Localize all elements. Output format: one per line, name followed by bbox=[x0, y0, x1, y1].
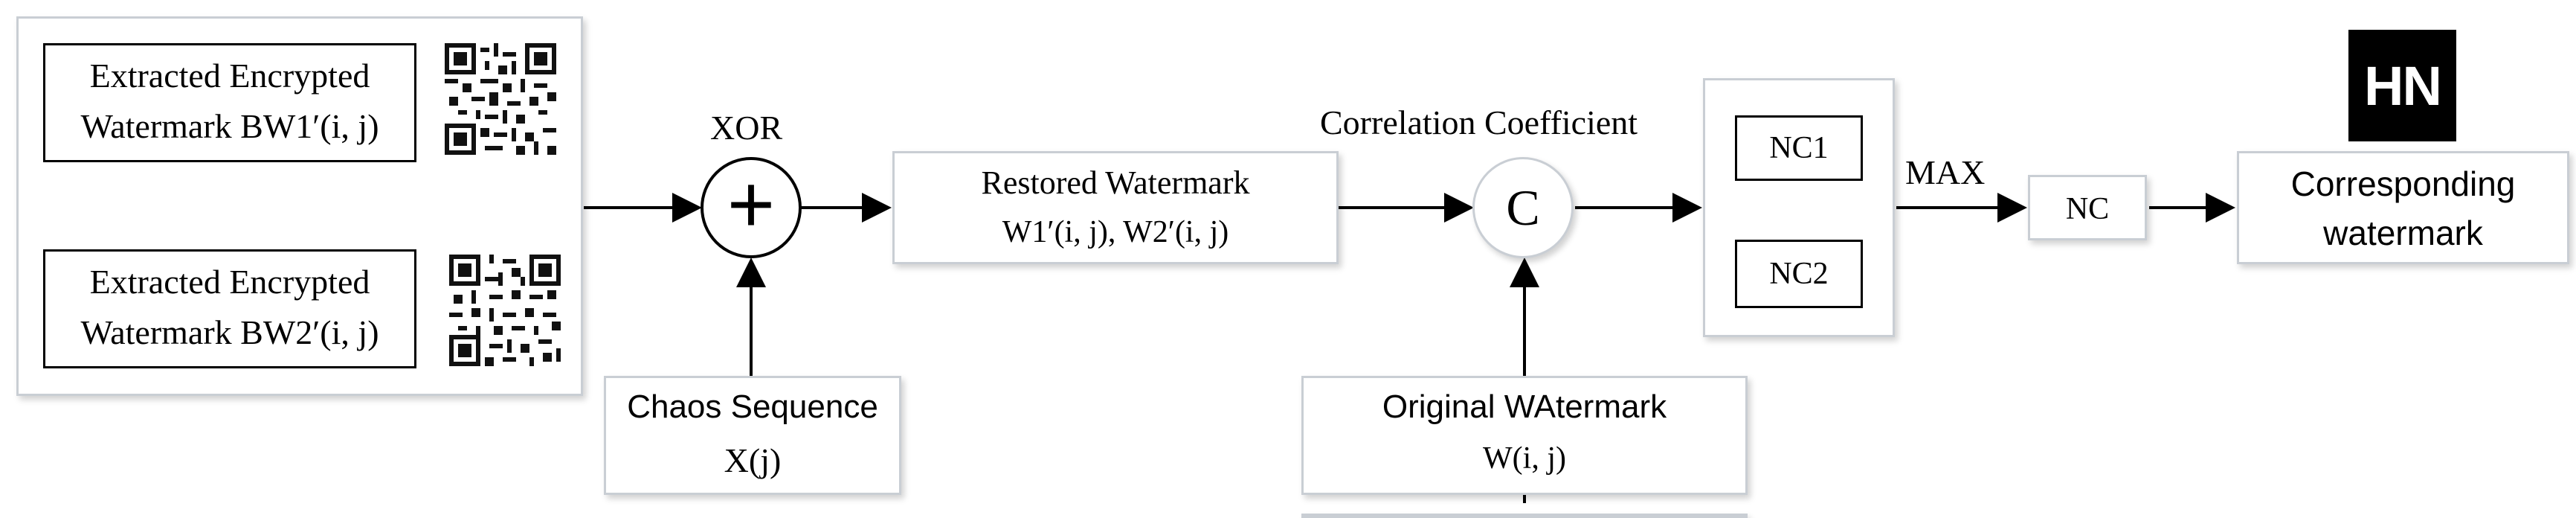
correlation-operator: C bbox=[1472, 157, 1574, 258]
chaos-line2: X(j) bbox=[724, 441, 782, 479]
nc-label: NC bbox=[2065, 192, 2110, 226]
qr-code-icon bbox=[445, 43, 556, 155]
result-line1: Corresponding bbox=[2290, 164, 2516, 203]
wm1-line2: Watermark BW1′(i, j) bbox=[80, 107, 379, 145]
qr-code-icon bbox=[449, 255, 561, 366]
corresponding-watermark-box: Corresponding watermark bbox=[2237, 151, 2569, 264]
original-line1: Original WAtermark bbox=[1382, 388, 1667, 425]
wm1-line1: Extracted Encrypted bbox=[89, 57, 370, 95]
nc2-label: NC2 bbox=[1769, 257, 1829, 291]
restored-watermark-box: Restored Watermark W1′(i, j), W2′(i, j) bbox=[892, 151, 1339, 264]
restored-line2: W1′(i, j), W2′(i, j) bbox=[1002, 215, 1229, 249]
hn-logo-text: HN bbox=[2364, 54, 2442, 117]
extracted-watermark-1-box: Extracted Encrypted Watermark BW1′(i, j) bbox=[43, 43, 416, 162]
correlation-label: Correlation Coefficient bbox=[1320, 103, 1638, 141]
nc2-box: NC2 bbox=[1735, 240, 1863, 308]
original-watermark-box: Original WAtermark W(i, j) bbox=[1301, 376, 1748, 495]
wm2-line2: Watermark BW2′(i, j) bbox=[80, 313, 379, 351]
nc1-box: NC1 bbox=[1735, 115, 1863, 181]
chaos-sequence-box: Chaos Sequence X(j) bbox=[604, 376, 901, 495]
diagram-canvas: Extracted Encrypted Watermark BW1′(i, j)… bbox=[16, 16, 2569, 518]
xor-label: XOR bbox=[710, 109, 783, 147]
correlation-symbol: C bbox=[1506, 179, 1540, 236]
extracted-watermark-2-box: Extracted Encrypted Watermark BW2′(i, j) bbox=[43, 249, 416, 368]
nc-box: NC bbox=[2028, 175, 2147, 240]
wm2-line1: Extracted Encrypted bbox=[89, 263, 370, 301]
original-watermark-box bbox=[1301, 514, 1748, 518]
max-label: MAX bbox=[1905, 153, 1986, 191]
nc1-label: NC1 bbox=[1769, 131, 1829, 165]
original-line2: W(i, j) bbox=[1483, 441, 1566, 476]
result-line2: watermark bbox=[2323, 214, 2483, 252]
chaos-line1: Chaos Sequence bbox=[627, 388, 878, 425]
plus-icon: + bbox=[727, 159, 776, 250]
xor-operator: + bbox=[701, 157, 802, 258]
restored-line1: Restored Watermark bbox=[981, 164, 1250, 201]
hn-logo-icon: HN bbox=[2348, 30, 2456, 141]
